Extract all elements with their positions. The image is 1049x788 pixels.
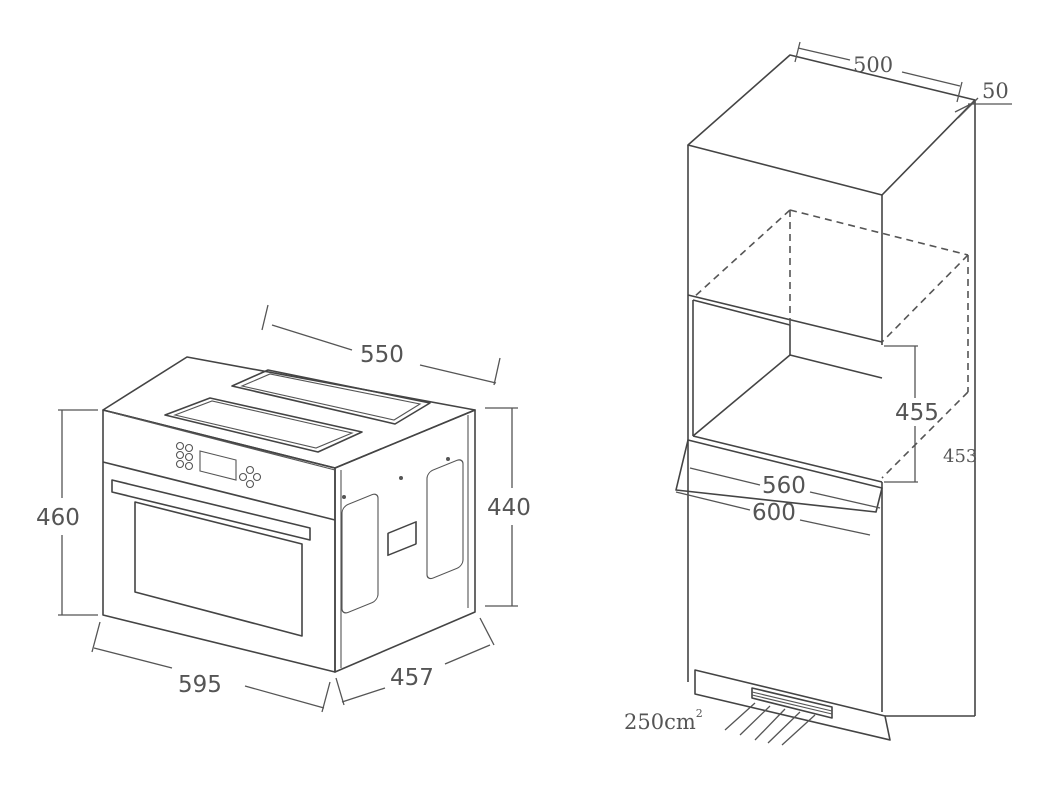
door-window [134,501,303,637]
dim-oven-height: 460 [36,505,80,531]
dim-niche-height: 455 [895,400,939,426]
cabinet-top [687,54,976,196]
vent-area-label: 250cm2 [624,707,703,734]
side-connector [387,521,417,557]
dim-oven-width: 595 [178,672,222,698]
top-vent [164,397,363,453]
shelf-front [675,439,883,513]
dim-niche-inner-width: 560 [762,473,806,499]
dim-oven-side-height: 440 [487,495,531,521]
vent-area-exponent: 2 [696,707,703,720]
dim-oven-side-depth: 457 [390,665,434,691]
cabinet-drawing [675,54,976,746]
top-vent [231,369,431,425]
oven-drawing [102,356,476,673]
oven-dimensions: 550 460 440 595 457 [36,304,531,713]
oven-front-face [102,409,336,673]
oven-side-face [334,409,476,673]
dim-niche-outer-width: 600 [752,500,796,526]
display-screen [199,450,237,481]
door-handle [111,479,311,541]
side-panel [341,493,379,614]
dim-cabinet-depth: 500 [853,53,893,77]
cabinet-dimensions: 500 50 455 453 560 600 250cm2 [624,41,1012,734]
oven-outline-dashed [692,209,969,479]
dim-cabinet-side: 453 [943,446,977,467]
plinth [694,669,891,741]
control-buttons [175,441,262,489]
vent-grille [724,687,833,746]
side-panel [426,459,464,580]
dim-gap: 50 [982,79,1009,103]
vent-area-value: 250cm [624,710,696,734]
control-panel-edge [102,461,336,521]
dim-oven-depth-top: 550 [360,342,404,368]
